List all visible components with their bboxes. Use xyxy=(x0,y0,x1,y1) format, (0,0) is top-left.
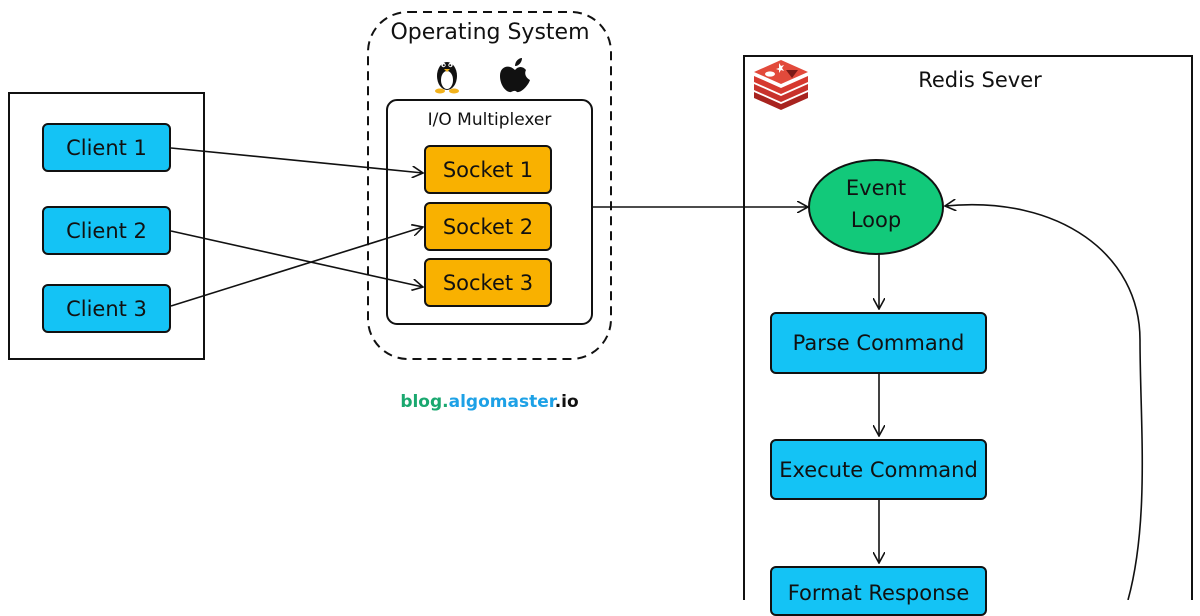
redis-server-container xyxy=(743,55,1193,600)
apple-icon xyxy=(500,58,530,93)
format-response-step: Format Response xyxy=(770,566,987,616)
arrow-client1-socket1 xyxy=(170,147,423,173)
socket-1: Socket 1 xyxy=(424,145,552,194)
execute-command-step: Execute Command xyxy=(770,439,987,500)
client-3: Client 3 xyxy=(42,284,171,333)
redis-title: Redis Sever xyxy=(918,68,1042,92)
arrow-loop-back xyxy=(945,205,1144,600)
arrow-client3-socket2 xyxy=(170,227,423,307)
watermark-part3: .io xyxy=(554,392,579,412)
client-2: Client 2 xyxy=(42,206,171,255)
redis-logo-icon xyxy=(754,60,808,110)
os-container xyxy=(367,11,612,360)
socket-2: Socket 2 xyxy=(424,202,552,251)
event-loop-line-1: Event xyxy=(845,176,907,200)
watermark-part2: algomaster xyxy=(448,392,555,412)
event-loop-label: Event Loop xyxy=(809,172,943,236)
watermark: blog.algomaster.io xyxy=(368,392,611,412)
parse-command-step: Parse Command xyxy=(770,312,987,374)
client-group-container xyxy=(8,92,205,360)
linux-penguin-icon xyxy=(435,62,459,94)
os-title: Operating System xyxy=(390,20,590,45)
watermark-part1: blog. xyxy=(400,392,449,412)
arrow-client2-socket3 xyxy=(170,230,423,287)
event-loop-node xyxy=(808,159,944,255)
event-loop-line-2: Loop xyxy=(850,208,902,232)
multiplexer-title: I/O Multiplexer xyxy=(427,110,552,130)
client-1: Client 1 xyxy=(42,123,171,172)
socket-3: Socket 3 xyxy=(424,258,552,307)
